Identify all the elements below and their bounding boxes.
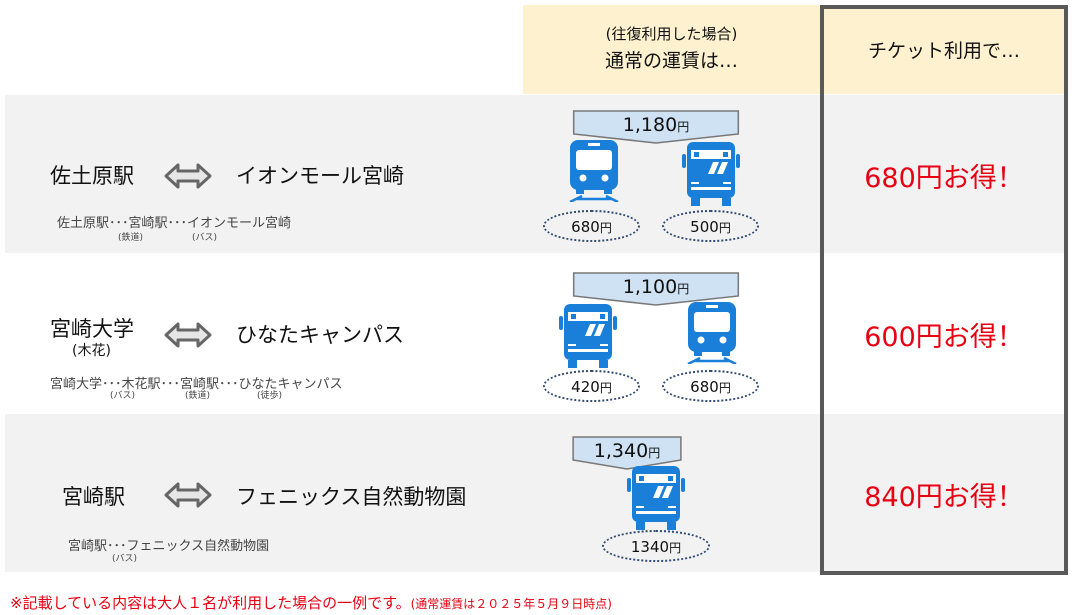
mode-note: (バス) [192,233,218,243]
destination: フェニックス自然動物園 [236,485,467,509]
fare-header-main: 通常の運賃は… [604,50,738,72]
savings: 680円お得！ [864,163,1024,194]
bidirectional-arrow-icon [164,482,212,508]
bus-icon [681,140,741,206]
mode-note: (バス) [112,554,138,564]
mode-note: (バス) [110,391,136,401]
route-detail: 宮崎大学･･･木花駅･･･宮崎駅･･･ひなたキャンパス [50,377,343,392]
ticket-header: チケット利用で… [824,9,1064,94]
bidirectional-arrow-icon [164,163,212,189]
leg-fare: 500円 [662,210,759,242]
train-icon [568,140,620,202]
savings: 600円お得！ [864,322,1024,353]
total-fare: 1,100円 [572,272,740,306]
leg-fare: 420円 [543,370,640,402]
leg-fare: 680円 [662,370,759,402]
footnote-date: (通常運賃は２０２５年５月９日時点) [410,597,612,611]
ticket-column [820,5,1068,575]
origin-sub: (木花) [72,343,111,359]
route-detail: 佐土原駅･･･宮崎駅･･･イオンモール宮崎 [57,216,292,231]
origin: 佐土原駅 [50,164,134,188]
destination: ひなたキャンパス [236,323,404,347]
origin: 宮崎大学 [50,317,134,341]
total-fare: 1,340円 [572,436,682,470]
bus-icon [626,464,686,530]
bus-icon [558,302,618,368]
total-fare: 1,180円 [572,110,740,144]
destination: イオンモール宮崎 [236,164,404,188]
route-detail: 宮崎駅･･･フェニックス自然動物園 [68,539,270,554]
savings: 840円お得！ [864,482,1024,513]
train-icon [686,302,738,364]
origin: 宮崎駅 [62,485,125,509]
mode-note: (鉄道) [185,391,211,401]
leg-fare: 1340円 [602,530,710,562]
fare-header-sub: (往復利用した場合) [605,25,738,43]
normal-fare-header: (往復利用した場合) 通常の運賃は… [523,5,820,94]
mode-note: (鉄道) [118,233,144,243]
bidirectional-arrow-icon [164,322,212,348]
mode-note: (徒歩) [257,391,283,401]
leg-fare: 680円 [543,210,640,242]
footnote-main: ※記載している内容は大人１名が利用した場合の一例です。 [10,594,411,612]
footnote: ※記載している内容は大人１名が利用した場合の一例です。(通常運賃は２０２５年５月… [10,592,612,613]
